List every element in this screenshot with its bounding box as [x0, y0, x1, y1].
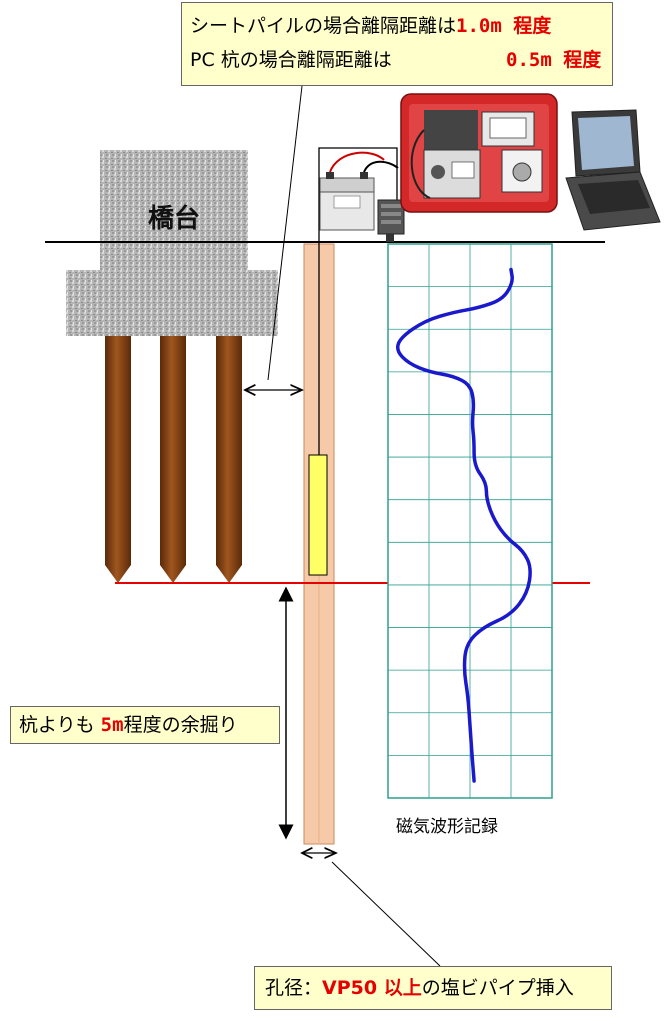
pile-1 [105, 336, 131, 583]
pipe-callout-prefix: 孔径： [265, 977, 322, 999]
over-excavation-value: 5m [101, 714, 124, 736]
piles [105, 336, 242, 583]
top-callout-leader [268, 86, 302, 380]
laptop-icon [566, 110, 660, 230]
over-excavation-prefix: 杭よりも [19, 714, 95, 736]
top-callout-line-2: PC 杭の場合離隔距離は 0.5m 程度 [190, 43, 604, 77]
pile-2 [160, 336, 186, 583]
sheet-pile-clearance-value: 1.0m 程度 [456, 15, 551, 37]
pipe-callout-suffix: の塩ビパイプ挿入 [422, 977, 574, 999]
magnetic-sensor-probe [309, 455, 327, 575]
pipe-callout-value: VP50 以上 [322, 977, 422, 999]
top-callout: シートパイルの場合離隔距離は1.0m 程度 PC 杭の場合離隔距離は 0.5m 程… [181, 2, 613, 86]
bottom-callout-leader [332, 862, 440, 966]
pc-pile-clearance-value: 0.5m 程度 [506, 43, 601, 77]
pc-pile-clearance-label: PC 杭の場合離隔距離は [190, 49, 392, 71]
sheet-pile-clearance-label: シートパイルの場合離隔距離は [190, 15, 456, 37]
pipe-callout: 孔径：VP50 以上の塩ビパイプ挿入 [254, 966, 612, 1010]
abutment-footing [66, 270, 278, 336]
inverter-icon [378, 200, 404, 242]
abutment-label: 橋台 [148, 198, 200, 235]
pile-3 [216, 336, 242, 583]
over-excavation-callout: 杭よりも 5m程度の余掘り [10, 706, 280, 744]
top-callout-line-1: シートパイルの場合離隔距離は1.0m 程度 [190, 9, 604, 43]
waveform-chart [388, 244, 552, 798]
chart-caption: 磁気波形記録 [396, 812, 498, 837]
measurement-case-icon [401, 94, 557, 212]
over-excavation-suffix: 程度の余掘り [124, 714, 238, 736]
